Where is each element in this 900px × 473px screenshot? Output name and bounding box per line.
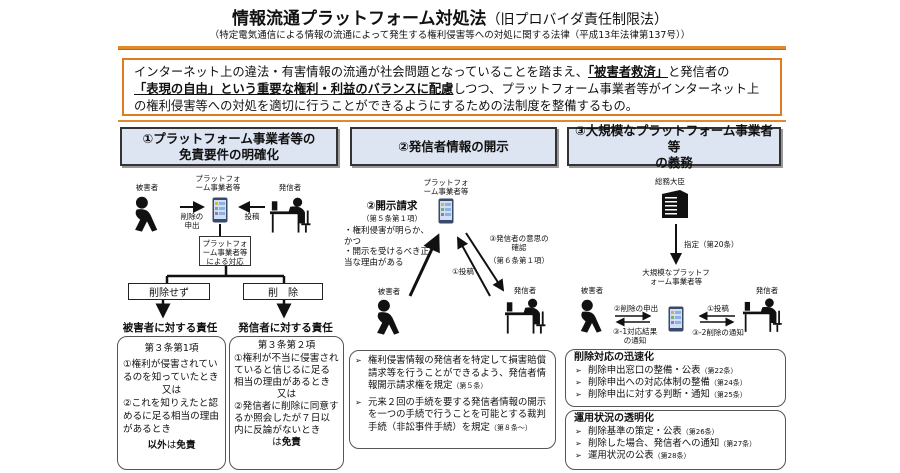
condition-text: ①権利が侵害されているのを知っていたとき (123, 359, 219, 383)
deletion-request-label: 削除の申出 (180, 212, 204, 230)
bullet-item: 削除した場合、発信者への通知（第27条） (574, 438, 777, 450)
large-platform-label: 大規模なプラットフォーム事業者等 (642, 268, 710, 286)
post-label: ①投稿 (452, 267, 474, 276)
article3-1-box: 第３条第1項 ①権利が侵害されているのを知っていたとき 又は ②これを知りえたと… (117, 336, 226, 470)
sender-label: 発信者 (278, 183, 302, 192)
title-note: （旧プロバイダ責任制限法） (486, 12, 668, 28)
article-label: 第３条第２項 (257, 340, 316, 351)
col3-heading: ③大規模なプラットフォーム事業者等の義務 (567, 123, 781, 170)
condition-text: ②これを知りえたと認めるに足る相当の理由があるとき (123, 398, 219, 435)
condition-text: ②発信者に削除に同意するか照会したが７日以内に反論がないとき (234, 401, 339, 436)
minister-label: 総務大臣 (655, 177, 685, 186)
disclosure-conditions: ・権利侵害が明らか、かつ・開示を受けるべき正当な理由がある (344, 226, 430, 268)
bullet-item: 削除申出窓口の整備・公表（第22条） (574, 365, 777, 377)
bullet-item: 権利侵害情報の発信者を特定して損害賠償請求等を行うことができるよう、発信者情報開… (354, 355, 550, 393)
sender-confirmation-label: ③発信者の意思の確認 (489, 234, 549, 252)
summary-emphasis: 「被害者救済」 (588, 65, 668, 79)
divider (118, 120, 786, 122)
bullet-item: 元来２回の手続を要する発信者情報の開示を一つの手続で行うことを可能とする裁判手続… (354, 397, 550, 435)
post-label: ①投稿 (707, 304, 729, 313)
exemption-text: 以外は免責 (147, 440, 196, 451)
disclosure-request-article: （第５条第１項） (362, 214, 422, 223)
building-icon (662, 190, 688, 218)
bullet-item: 削除申出に対する判断・通知（第25条） (574, 389, 777, 401)
sender-label: 発信者 (755, 286, 779, 295)
col2-heading: ②発信者情報の開示 (350, 127, 557, 166)
bullet-item: 運用状況の公表（第28条） (574, 450, 777, 462)
section-title: 運用状況の透明化 (574, 413, 654, 424)
sender-confirmation-article: （第６条第１項） (489, 256, 549, 265)
summary-text: インターネット上の違法・有害情報の流通が社会問題となっていることを踏まえ、 (134, 65, 589, 79)
platform-label: プラットフォーム事業者等 (195, 174, 241, 192)
article3-2-box: 第３条第２項 ①権利が不当に侵害されていると信じるに足る相当の理由があるとき 又… (229, 336, 344, 470)
platform-label: プラットフォーム事業者等 (423, 178, 469, 196)
phone-icon (668, 306, 684, 332)
summary-text: しつつ、プラットフォーム事業者等がインターネット上の権利侵害等への対処を適切に行… (134, 82, 760, 113)
section-title: 削除対応の迅速化 (574, 352, 654, 363)
no-delete-box: 削除せず (128, 283, 210, 300)
summary-box: インターネット上の違法・有害情報の流通が社会問題となっていることを踏まえ、「被害… (122, 58, 782, 116)
deletion-request-label: ②削除の申出 (613, 304, 659, 313)
sender-icon (743, 298, 782, 332)
summary-text: と発信者の (667, 65, 730, 79)
page-subtitle: （特定電気通信による情報の流通によって発生する権利侵害等への対処に関する法律（平… (209, 30, 691, 41)
bullet-item: 削除申出への対応体制の整備（第24条） (574, 377, 777, 389)
page-title: 情報流通プラットフォーム対処法（旧プロバイダ責任制限法） (0, 4, 900, 29)
designation-label: 指定（第20条） (684, 240, 739, 249)
disclosure-request-title: ②開示請求 (366, 200, 418, 212)
bullet-item: 削除基準の策定・公表（第26条） (574, 426, 777, 438)
victim-icon (580, 299, 602, 333)
sender-label: 発信者 (513, 286, 537, 295)
post-label: 投稿 (244, 212, 260, 221)
sender-liability-title: 発信者に対する責任 (238, 322, 333, 334)
divider (118, 46, 786, 50)
exemption-text: は免責 (272, 437, 301, 448)
condition-text: ①権利が不当に侵害されていると信じるに足る相当の理由があるとき (234, 353, 339, 388)
disclosure-bullets-box: 権利侵害情報の発信者を特定して損害賠償請求等を行うことができるよう、発信者情報開… (349, 350, 556, 449)
or-text: 又は (161, 385, 182, 396)
platform-response-note: プラットフォーム事業者等による対応 (199, 236, 251, 266)
col1-heading: ①プラットフォーム事業者等の免責要件の明確化 (120, 127, 338, 166)
victim-label: 被害者 (135, 183, 159, 192)
or-text: 又は (276, 389, 297, 400)
title-main: 情報流通プラットフォーム対処法 (232, 9, 487, 29)
article-label: 第３条第1項 (144, 343, 199, 354)
summary-emphasis: 「表現の自由」という重要な権利・利益のバランスに配慮 (134, 82, 454, 96)
delete-box: 削 除 (243, 283, 323, 300)
victim-liability-title: 被害者に対する責任 (122, 322, 218, 334)
deletion-notice-label: ③-2削除の通知 (692, 328, 744, 337)
result-notice-label: ③-1対応結果の通知 (612, 327, 658, 345)
transparency-box: 運用状況の透明化 削除基準の策定・公表（第26条） 削除した場合、発信者への通知… (565, 410, 786, 470)
rapid-deletion-box: 削除対応の迅速化 削除申出窓口の整備・公表（第22条） 削除申出への対応体制の整… (565, 349, 786, 407)
victim-label: 被害者 (377, 287, 401, 296)
victim-label: 被害者 (580, 286, 604, 295)
